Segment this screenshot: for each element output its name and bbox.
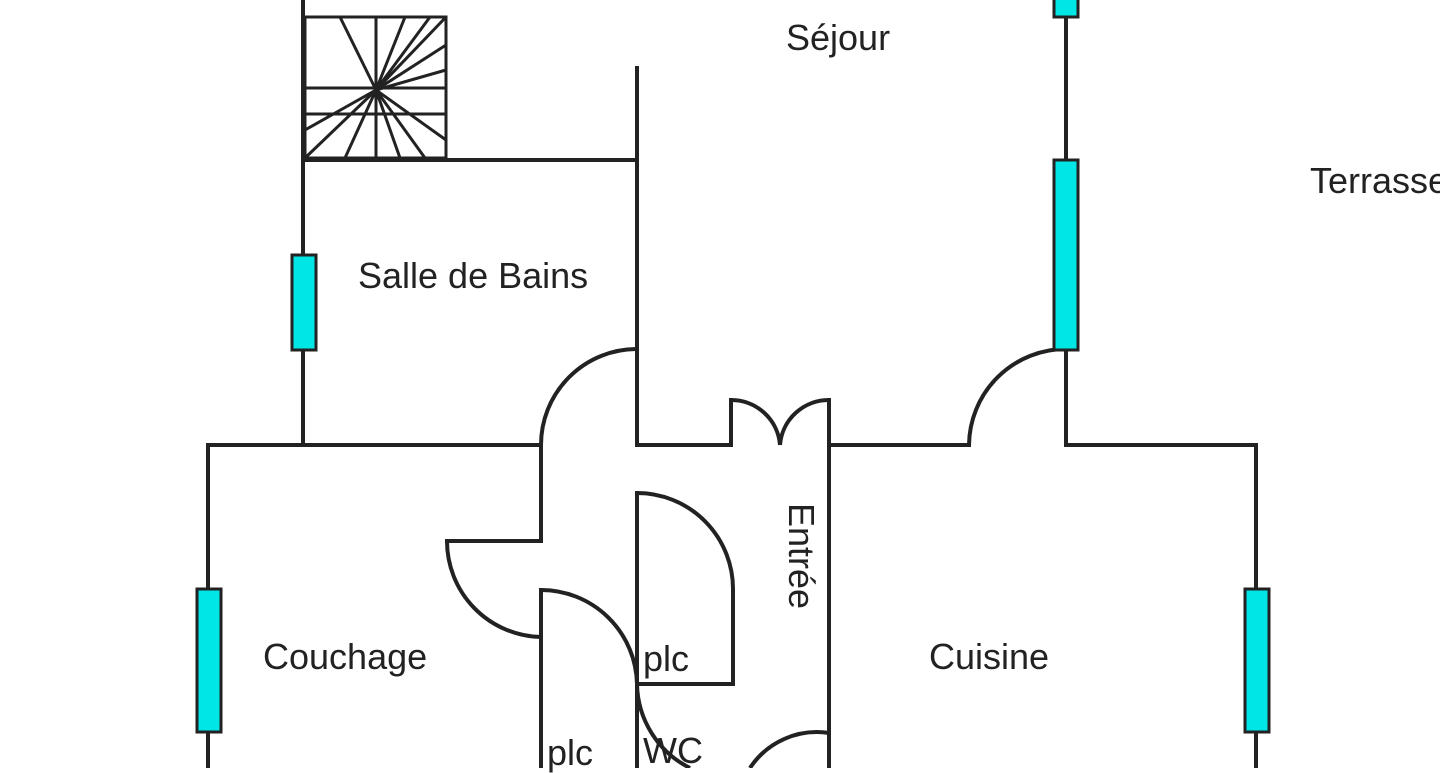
stair-step bbox=[374, 16, 432, 91]
stair-step bbox=[303, 88, 378, 160]
room-label-sejour: Séjour bbox=[786, 17, 891, 58]
door-plc-2-swing bbox=[540, 588, 639, 685]
windows bbox=[195, 0, 1271, 734]
stair-step bbox=[375, 43, 447, 92]
door-bottom-right-swing bbox=[748, 730, 830, 768]
stair-step bbox=[374, 15, 448, 92]
door-bathroom-swing bbox=[539, 347, 638, 446]
walls bbox=[206, 0, 1258, 768]
room-label-terrasse: Terrasse bbox=[1310, 160, 1440, 201]
spiral-staircase bbox=[303, 15, 448, 160]
stair-step bbox=[304, 88, 377, 132]
stair-step bbox=[338, 16, 378, 91]
stair-step bbox=[375, 68, 447, 92]
door-wc-swing bbox=[635, 683, 691, 768]
stair-step bbox=[343, 89, 378, 159]
window-sejour-top bbox=[1052, 0, 1080, 19]
room-label-couchage: Couchage bbox=[263, 636, 428, 677]
room-label-wc: WC bbox=[643, 730, 703, 771]
window-couchage bbox=[195, 587, 223, 734]
stair-step bbox=[375, 88, 447, 142]
stair-step bbox=[374, 89, 402, 159]
room-label-entree: Entrée bbox=[781, 502, 822, 610]
room-label-placard-1: plc bbox=[643, 638, 690, 679]
door-entry-right-leaf bbox=[778, 397, 830, 446]
door-kitchen-swing bbox=[967, 347, 1067, 446]
room-label-cuisine: Cuisine bbox=[929, 636, 1050, 677]
doors bbox=[445, 347, 1067, 768]
stair-step bbox=[374, 16, 407, 91]
door-couchage-swing bbox=[445, 540, 542, 639]
door-plc-1-swing bbox=[636, 491, 736, 591]
room-label-salle-de-bains: Salle de Bains bbox=[358, 255, 589, 296]
window-sejour-right bbox=[1052, 158, 1080, 352]
window-bathroom bbox=[290, 253, 318, 352]
window-kitchen bbox=[1243, 587, 1271, 734]
room-label-placard-2: plc bbox=[547, 732, 594, 773]
stair-step bbox=[374, 89, 427, 159]
door-entry-left-leaf bbox=[730, 397, 782, 446]
